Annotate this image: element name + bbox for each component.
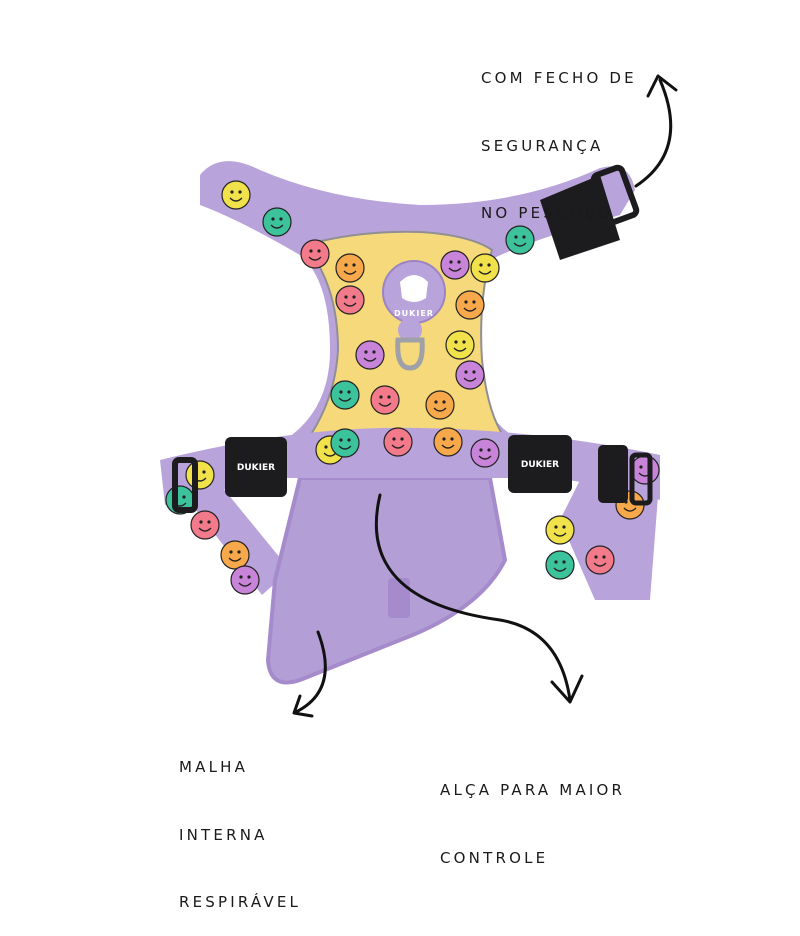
annotation-line: SEGURANÇA [481, 136, 604, 155]
smiley-face-icon [370, 385, 400, 415]
arrow-inner-mesh [292, 630, 327, 718]
harness-product-image: DUKIER DUKIER DUKIER [160, 74, 678, 718]
smiley-face-icon [630, 455, 660, 485]
smiley-face-icon [470, 438, 500, 468]
annotation-line: RESPIRÁVEL [179, 893, 302, 911]
smiley-face-icon [335, 253, 365, 283]
arrow-handle [374, 493, 584, 704]
smiley-face-icon [585, 545, 615, 575]
annotation-line: CONTROLE [440, 848, 549, 867]
smiley-face-icon [190, 510, 220, 540]
logo-text: DUKIER [394, 309, 434, 318]
smiley-face-icon [330, 380, 360, 410]
smiley-face-icon [185, 460, 215, 490]
annotation-line: COM FECHO DE [481, 69, 637, 87]
smiley-face-icon [455, 290, 485, 320]
neck-safety-buckle [540, 164, 640, 260]
smiley-face-icon [505, 225, 535, 255]
annotation-line: ALÇA PARA MAIOR [440, 781, 626, 799]
handle-loop [388, 578, 410, 618]
handle-annotation: ALÇA PARA MAIOR CONTROLE [440, 734, 625, 892]
svg-text:DUKIER: DUKIER [237, 463, 275, 473]
smiley-face-icon [455, 360, 485, 390]
annotation-line: MALHA [179, 758, 249, 776]
d-ring-icon [395, 337, 425, 371]
smiley-face-icon [230, 565, 260, 595]
smiley-face-icon [330, 428, 360, 458]
smiley-face-icon [545, 515, 575, 545]
smiley-face-icon [221, 180, 251, 210]
smiley-face-icon [433, 427, 463, 457]
smiley-face-icon [300, 239, 330, 269]
smiley-face-icon [425, 390, 455, 420]
smiley-face-icon [440, 250, 470, 280]
arrow-neck-buckle [634, 74, 678, 188]
smiley-face-icon [545, 550, 575, 580]
smiley-face-icon [262, 207, 292, 237]
smiley-face-icon [445, 330, 475, 360]
left-chest-buckle: DUKIER [172, 437, 287, 513]
smiley-face-icon [470, 253, 500, 283]
neck-buckle-annotation: COM FECHO DE SEGURANÇA NO PESCOÇO [481, 22, 637, 247]
dukier-logo-badge: DUKIER [382, 260, 446, 324]
annotation-line: NO PESCOÇO [481, 204, 614, 222]
smiley-face-icon [355, 340, 385, 370]
belly-mesh-pad [265, 476, 508, 685]
leash-d-ring-base [398, 318, 422, 342]
smiley-face-icon [335, 285, 365, 315]
inner-mesh-annotation: MALHA INTERNA RESPIRÁVEL [179, 711, 301, 936]
svg-text:DUKIER: DUKIER [521, 460, 559, 470]
smiley-face-icon [383, 427, 413, 457]
annotation-line: INTERNA [179, 825, 268, 844]
right-chest-buckle: DUKIER [508, 435, 653, 506]
smiley-face-icon [220, 540, 250, 570]
